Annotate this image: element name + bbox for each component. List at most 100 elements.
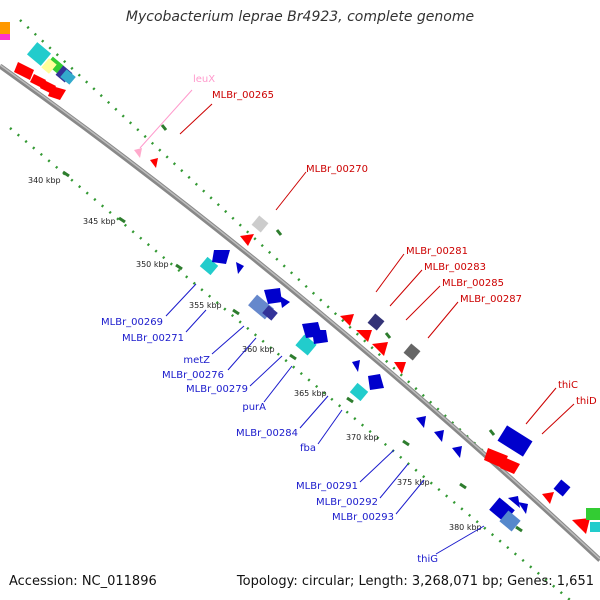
tick-mark xyxy=(515,525,523,533)
gene-label-mlbr-00293[interactable]: MLBr_00293 xyxy=(332,512,394,523)
trna-arrow-leux xyxy=(134,148,142,158)
gene-label-metz[interactable]: metZ xyxy=(183,355,210,366)
feature-box-orange xyxy=(0,22,10,36)
leader-line-leux xyxy=(139,89,193,149)
genome-backbone-highlight xyxy=(0,64,600,560)
gene-arrow-mlbr-00270 xyxy=(240,234,254,246)
gene-arrow-mlbr-00292 xyxy=(434,430,444,442)
leader-line-mlbr-00279 xyxy=(249,355,283,387)
reverse-leader-lines xyxy=(165,283,485,555)
gene-arrow-mlbr-00287 xyxy=(394,362,406,374)
tick-mark xyxy=(402,439,410,447)
reverse-gene-labels: MLBr_00269 MLBr_00271 metZ MLBr_00276 ML… xyxy=(101,317,438,565)
tick-mark xyxy=(160,124,168,131)
gene-arrow-mlbr-00269 xyxy=(212,250,230,264)
leader-line-thic xyxy=(525,387,557,425)
gene-label-mlbr-00284[interactable]: MLBr_00284 xyxy=(236,428,298,439)
tick-mark xyxy=(275,229,283,236)
leader-line-pura xyxy=(263,365,293,403)
gene-box-mlbr-00281 xyxy=(367,313,385,331)
leader-line-mlbr-00271 xyxy=(185,309,207,333)
gene-label-mlbr-00281[interactable]: MLBr_00281 xyxy=(406,246,468,257)
gene-label-thid[interactable]: thiD xyxy=(576,396,597,407)
leader-line-metz xyxy=(211,325,245,355)
tick-mark xyxy=(62,170,70,178)
gene-label-mlbr-00270[interactable]: MLBr_00270 xyxy=(306,164,368,175)
tick-mark xyxy=(232,308,240,316)
outer-tick-marks xyxy=(160,124,496,436)
gene-arrow-thig xyxy=(508,496,520,508)
feature-box-green-right xyxy=(586,508,600,520)
leader-line-mlbr-00284 xyxy=(299,395,329,429)
forward-gene-arrow xyxy=(572,518,590,534)
gene-label-leux[interactable]: leuX xyxy=(193,74,215,85)
gene-label-mlbr-00287[interactable]: MLBr_00287 xyxy=(460,294,522,305)
tick-label-375: 375 kbp xyxy=(397,478,430,487)
leader-line-thig xyxy=(435,525,485,555)
gene-arrow-thic xyxy=(484,448,508,468)
gene-box-thic xyxy=(497,425,533,457)
accession-text: Accession: NC_011896 xyxy=(9,574,157,589)
forward-gene-labels: leuX MLBr_00265 MLBr_00270 MLBr_00281 ML… xyxy=(193,74,597,407)
tick-mark xyxy=(459,482,467,490)
gene-label-mlbr-00283[interactable]: MLBr_00283 xyxy=(424,262,486,273)
forward-gene-arrow xyxy=(14,62,34,80)
tick-label-370: 370 kbp xyxy=(346,433,379,442)
gene-arrow-mlbr-00265 xyxy=(150,158,158,168)
gene-box-mlbr-00287 xyxy=(403,343,421,361)
gene-box-mlbr-00279 xyxy=(295,334,317,356)
feature-box-magenta xyxy=(0,34,10,40)
gene-arrow-mlbr-00293 xyxy=(452,446,462,458)
leader-line-mlbr-00292 xyxy=(379,463,409,499)
gene-label-mlbr-00291[interactable]: MLBr_00291 xyxy=(296,481,358,492)
gene-label-mlbr-00285[interactable]: MLBr_00285 xyxy=(442,278,504,289)
tick-mark xyxy=(289,353,297,361)
gene-label-mlbr-00271[interactable]: MLBr_00271 xyxy=(122,333,184,344)
gene-label-mlbr-00279[interactable]: MLBr_00279 xyxy=(186,384,248,395)
gene-arrow-metz xyxy=(264,288,282,304)
tick-mark xyxy=(488,429,496,436)
gene-label-pura[interactable]: purA xyxy=(242,402,266,413)
gene-arrow-thig-2 xyxy=(518,502,528,514)
tick-label-340: 340 kbp xyxy=(28,176,61,185)
map-title: Mycobacterium leprae Br4923, complete ge… xyxy=(125,9,475,25)
gene-box-mlbr-00270-gray xyxy=(251,215,269,233)
gene-box-mlbr-00276 xyxy=(262,305,278,321)
leader-line-mlbr-00265 xyxy=(179,103,213,135)
leader-line-mlbr-00270 xyxy=(275,171,307,211)
gene-label-mlbr-00269[interactable]: MLBr_00269 xyxy=(101,317,163,328)
leader-line-mlbr-00276 xyxy=(227,337,257,371)
gene-label-mlbr-00265[interactable]: MLBr_00265 xyxy=(212,90,274,101)
leader-line-mlbr-00285 xyxy=(405,285,441,321)
feature-box-blue xyxy=(553,479,571,497)
tick-mark xyxy=(118,216,126,224)
gene-label-thic[interactable]: thiC xyxy=(558,380,578,391)
tick-label-355: 355 kbp xyxy=(189,301,222,310)
forward-leader-lines xyxy=(139,89,575,435)
leader-line-mlbr-00293 xyxy=(395,479,425,515)
gene-arrow-mlbr-00281 xyxy=(340,314,354,326)
gene-box-thig-2 xyxy=(499,510,521,532)
tick-mark xyxy=(175,263,183,271)
leader-line-mlbr-00269 xyxy=(165,283,197,317)
gene-label-fba[interactable]: fba xyxy=(300,443,316,454)
leader-line-thid xyxy=(541,403,575,435)
gene-arrow-fba xyxy=(368,374,384,390)
leader-line-mlbr-00287 xyxy=(427,301,459,339)
leader-line-mlbr-00283 xyxy=(389,269,423,307)
gene-arrow-thid xyxy=(500,458,520,474)
leader-line-mlbr-00291 xyxy=(359,449,395,483)
tick-label-360: 360 kbp xyxy=(242,345,275,354)
tick-label-365: 365 kbp xyxy=(294,389,327,398)
gene-label-mlbr-00292[interactable]: MLBr_00292 xyxy=(316,497,378,508)
summary-text: Topology: circular; Length: 3,268,071 bp… xyxy=(236,574,594,589)
gene-label-thig[interactable]: thiG xyxy=(417,554,438,565)
gene-label-mlbr-00276[interactable]: MLBr_00276 xyxy=(162,370,224,381)
gene-arrow-forward xyxy=(542,492,554,504)
feature-box-cyan xyxy=(26,42,52,66)
reverse-strand-features xyxy=(199,250,528,532)
inner-ruler-line xyxy=(9,127,571,600)
tick-label-345: 345 kbp xyxy=(83,217,116,226)
